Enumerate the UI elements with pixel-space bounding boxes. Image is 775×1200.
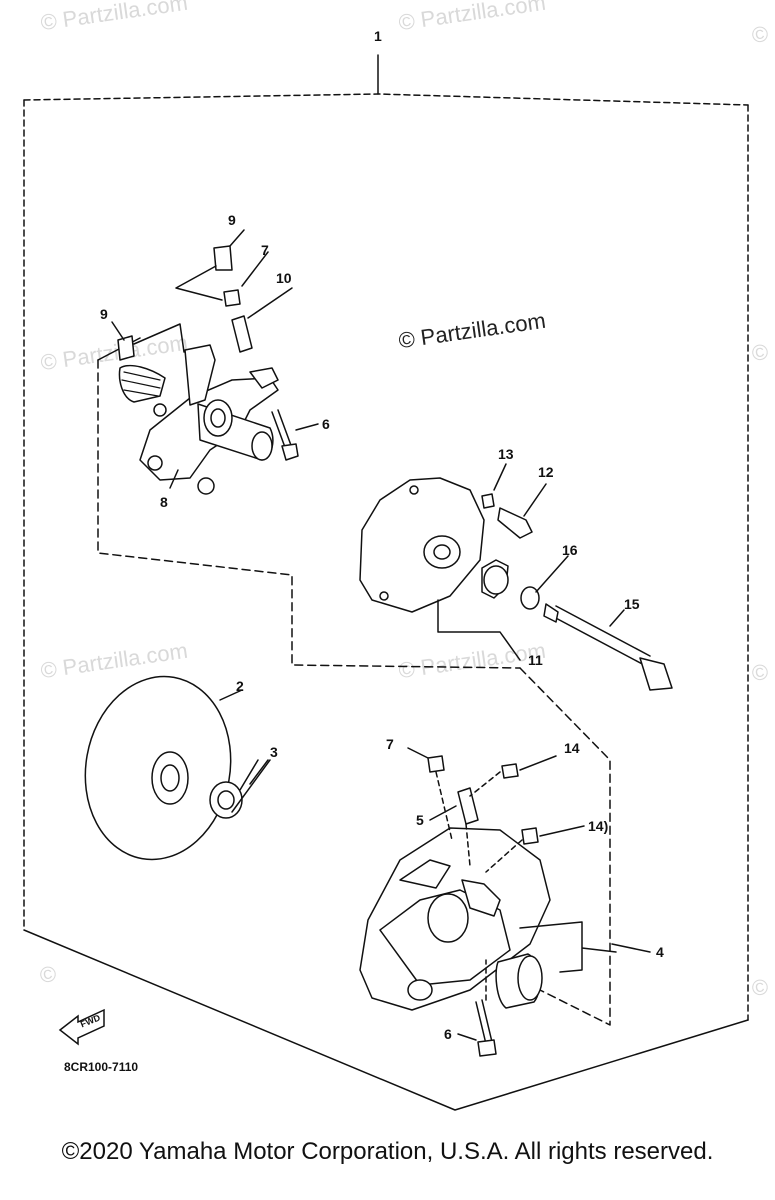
fwd-arrow-icon [58,1008,105,1046]
callout-9-left: 9 [100,306,108,322]
callout-7-upper: 7 [261,242,269,258]
callout-7-lower: 7 [386,736,394,752]
copyright-notice: ©2020 Yamaha Motor Corporation, U.S.A. A… [61,1138,714,1165]
callout-15: 15 [624,596,640,612]
callout-6-upper: 6 [322,416,330,432]
callout-2: 2 [236,678,244,694]
callout-1: 1 [374,28,382,44]
callout-12: 12 [538,464,554,480]
callout-8: 8 [160,494,168,510]
callout-11: 11 [528,652,543,668]
callout-3: 3 [270,744,278,760]
callout-6-lower: 6 [444,1026,452,1042]
callout-14-lower: 14) [588,818,609,834]
callout-5: 5 [416,812,424,828]
callout-9-upper: 9 [228,212,236,228]
callout-16: 16 [562,542,578,558]
callout-4: 4 [656,944,664,960]
diagram-code: 8CR100-7110 [64,1060,139,1074]
callout-13: 13 [498,446,514,462]
callout-10: 10 [276,270,292,286]
callout-14-upper: 14 [564,740,580,756]
